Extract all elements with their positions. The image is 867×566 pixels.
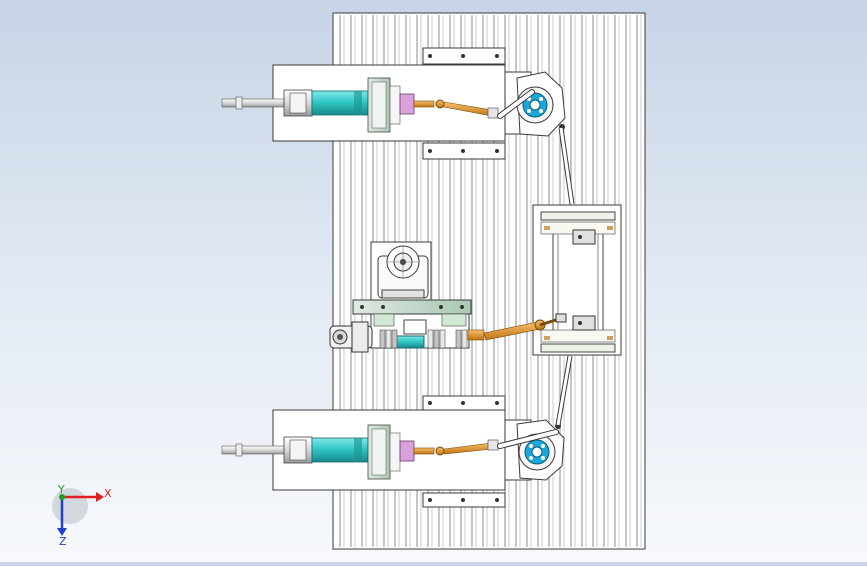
- coordinate-triad: X Y Z: [52, 483, 112, 548]
- gear-stack: [379, 329, 468, 349]
- z-axis-label: Z: [59, 535, 67, 548]
- lower-crank-disc[interactable]: [497, 355, 573, 481]
- upper-coupler: [399, 93, 415, 115]
- gear-disc: [461, 329, 468, 349]
- upper-mount-bracket: [422, 47, 506, 160]
- gear-disc: [385, 329, 392, 349]
- upper-piston-rod: [221, 98, 285, 108]
- lower-coupler: [399, 440, 415, 462]
- upper-crank-disc[interactable]: [497, 71, 575, 205]
- gear-disc: [427, 329, 434, 349]
- lower-mount-bracket: [422, 395, 506, 508]
- y-axis-label: Y: [57, 483, 65, 496]
- x-axis-label: X: [104, 487, 112, 500]
- y-axis-arrow: [59, 494, 65, 500]
- upper-cylinder-assembly[interactable]: [221, 64, 506, 142]
- gear-disc: [439, 329, 446, 349]
- middle-drive-unit[interactable]: [329, 241, 567, 353]
- gear-disc: [379, 329, 386, 349]
- right-slide-block[interactable]: [532, 204, 622, 356]
- gear-disc: [455, 329, 462, 349]
- gear-disc: [433, 329, 440, 349]
- gear-disc: [391, 329, 398, 349]
- lower-cylinder-assembly[interactable]: [221, 409, 506, 491]
- lower-piston-rod: [221, 445, 285, 455]
